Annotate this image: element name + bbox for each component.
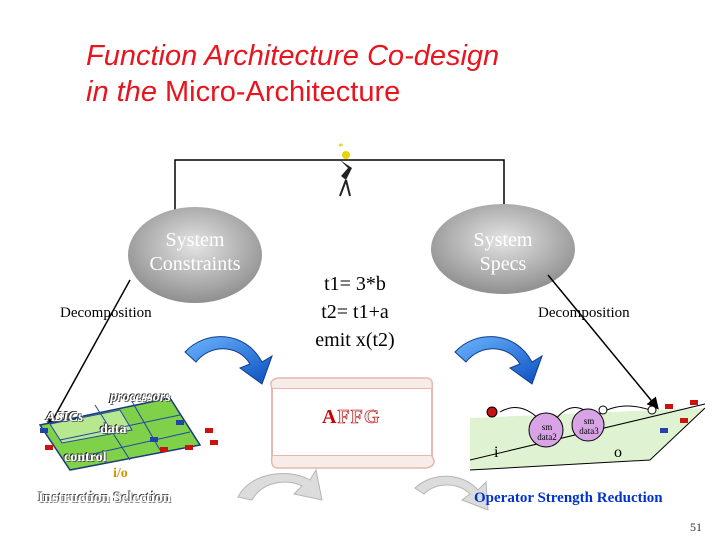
slide-title: Function Architecture Co-design in the M… (86, 38, 499, 110)
system-specs-label: System Specs (433, 228, 573, 276)
afg-scroll (270, 377, 435, 469)
graph-node-sm-data3: sm data3 (579, 416, 599, 436)
graph-illustration (469, 400, 706, 471)
page-number: 51 (690, 520, 702, 534)
chip-illustration (38, 397, 218, 471)
decomposition-right-label: Decomposition (538, 305, 630, 321)
system-specs-oval (431, 204, 575, 294)
code-line-1: t1= 3*b (324, 273, 386, 295)
decomposition-arrow-left (47, 279, 131, 431)
svg-text:*: * (338, 141, 344, 153)
designer-person-icon: * (338, 141, 352, 197)
title-line-2-prefix: in the (86, 76, 165, 108)
connector-right (345, 159, 505, 225)
graph-node-sm-data2: sm data2 (537, 422, 557, 442)
code-line-2: t2= t1+a (321, 301, 389, 323)
system-constraints-oval (128, 207, 262, 303)
processors-label: processors (110, 390, 171, 405)
blue-curved-arrow-right (454, 336, 543, 385)
asics-label: ASICs (46, 410, 84, 425)
decomposition-left-label: Decomposition (60, 305, 152, 321)
grey-curved-arrow-left (237, 468, 323, 501)
data-label: data (100, 422, 127, 437)
afg-label-rest: FFG (337, 406, 381, 429)
operator-strength-reduction-label: Operator Strength Reduction (474, 490, 663, 506)
grey-curved-arrow-right (414, 475, 489, 511)
system-constraints-line2: Constraints (149, 253, 241, 275)
graph-output-label: o (614, 444, 622, 461)
system-specs-line2: Specs (479, 253, 527, 275)
blue-curved-arrow-left (184, 336, 273, 385)
title-line-1: Function Architecture Co-design (86, 40, 500, 72)
io-label: i/o (113, 466, 128, 481)
code-block: t1= 3*b t2= t1+a emit x(t2) (285, 270, 425, 354)
afg-label: AFFG (322, 406, 380, 429)
system-specs-line1: System (473, 229, 533, 251)
connector-left (174, 159, 345, 225)
instruction-selection-label: Instruction Selection (38, 490, 171, 506)
system-constraints-line1: System (165, 229, 225, 251)
afg-label-first: A (322, 406, 338, 428)
system-constraints-label: System Constraints (130, 228, 260, 276)
graph-input-label: i (494, 444, 499, 461)
code-line-3: emit x(t2) (315, 329, 395, 351)
decomposition-arrow-right (547, 274, 659, 410)
title-line-2-main: Micro-Architecture (165, 76, 401, 108)
control-label: control (64, 450, 107, 465)
title-line-2: in the Micro-Architecture (86, 74, 499, 110)
